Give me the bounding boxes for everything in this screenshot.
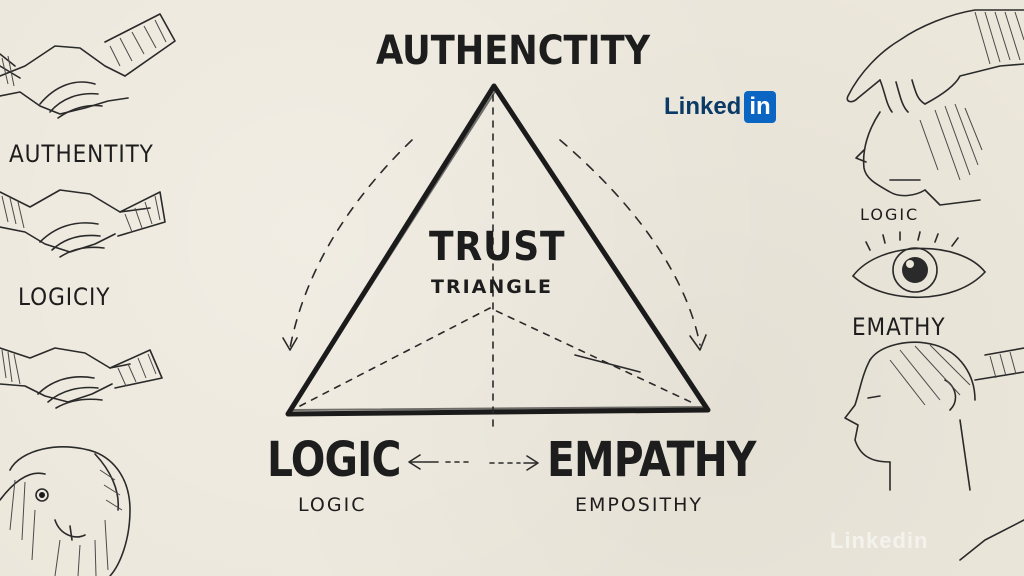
dog-face-icon <box>0 446 131 576</box>
handshake-icon <box>0 189 166 258</box>
eye-icon <box>852 231 986 299</box>
left-label-authenticity: AUTHENTITY <box>9 140 154 168</box>
center-title: TRUST <box>429 224 566 270</box>
trust-triangle <box>285 83 711 431</box>
left-curved-arrow <box>282 139 413 351</box>
right-curved-arrow <box>559 139 707 351</box>
right-corner-sublabel: EMPOSITHY <box>575 494 703 516</box>
logic-empathy-arrow <box>408 454 539 471</box>
right-corner-label: EMPATHY <box>547 432 756 488</box>
watermark: Linkedin <box>830 528 929 553</box>
profile-head-icon <box>844 341 1024 561</box>
left-corner-label: LOGIC <box>267 432 401 488</box>
diagram-title: AUTHENCTITY <box>376 28 651 74</box>
handshake-icon <box>0 13 176 119</box>
right-label-empathy: EMATHY <box>852 313 946 341</box>
linkedin-logo: Linked in <box>664 90 776 124</box>
center-subtitle: TRIANGLE <box>431 276 553 298</box>
linkedin-logo-text: Linked <box>664 93 742 120</box>
hand-on-head-icon <box>846 9 1024 206</box>
left-corner-sublabel: LOGIC <box>298 494 367 516</box>
right-label-logic: LOGIC <box>860 205 920 224</box>
left-label-logic: LOGICIY <box>18 283 111 311</box>
linkedin-in-icon: in <box>744 91 776 123</box>
handshake-icon <box>0 347 163 409</box>
